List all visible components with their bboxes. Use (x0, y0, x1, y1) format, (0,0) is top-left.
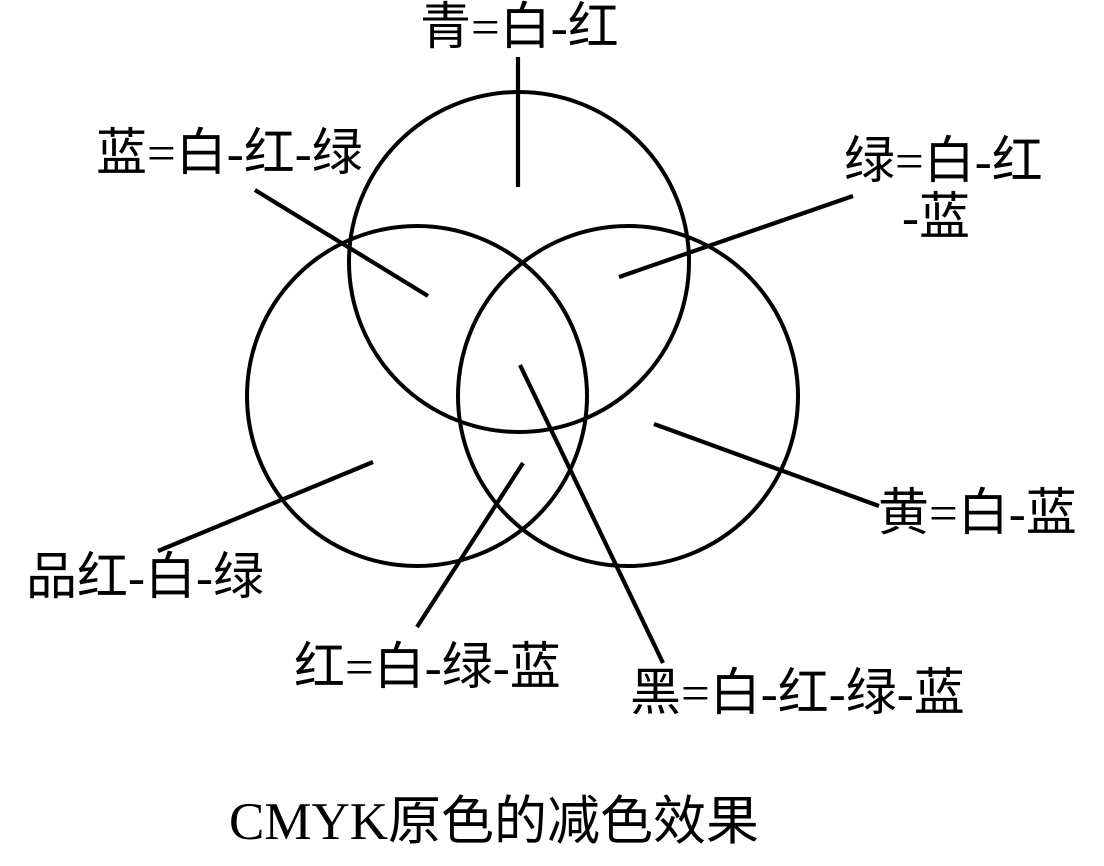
black-leader-line (518, 364, 665, 664)
green-region-label: 绿=白-红 -蓝 (844, 134, 1043, 246)
green-region-label-line2: -蓝 (902, 190, 970, 247)
figure-caption: CMYK原色的减色效果 (229, 793, 760, 851)
yellow-circle (456, 224, 800, 568)
magenta-region-label: 品红-白-绿 (26, 550, 264, 606)
yellow-leader-line (653, 422, 880, 508)
blue-leader-line (253, 188, 430, 298)
black-region-label: 黑=白-红-绿-蓝 (630, 666, 965, 722)
cyan-region-label: 青=白-红 (420, 0, 619, 56)
yellow-region-label: 黄=白-蓝 (878, 486, 1077, 542)
magenta-leader-line (157, 460, 374, 553)
green-leader-line (618, 194, 854, 279)
magenta-circle (245, 224, 589, 568)
blue-region-label: 蓝=白-红-绿 (96, 126, 363, 182)
red-region-label: 红=白-绿-蓝 (294, 640, 561, 696)
red-leader-line (415, 461, 525, 629)
green-region-label-line1: 绿=白-红 (844, 134, 1043, 190)
